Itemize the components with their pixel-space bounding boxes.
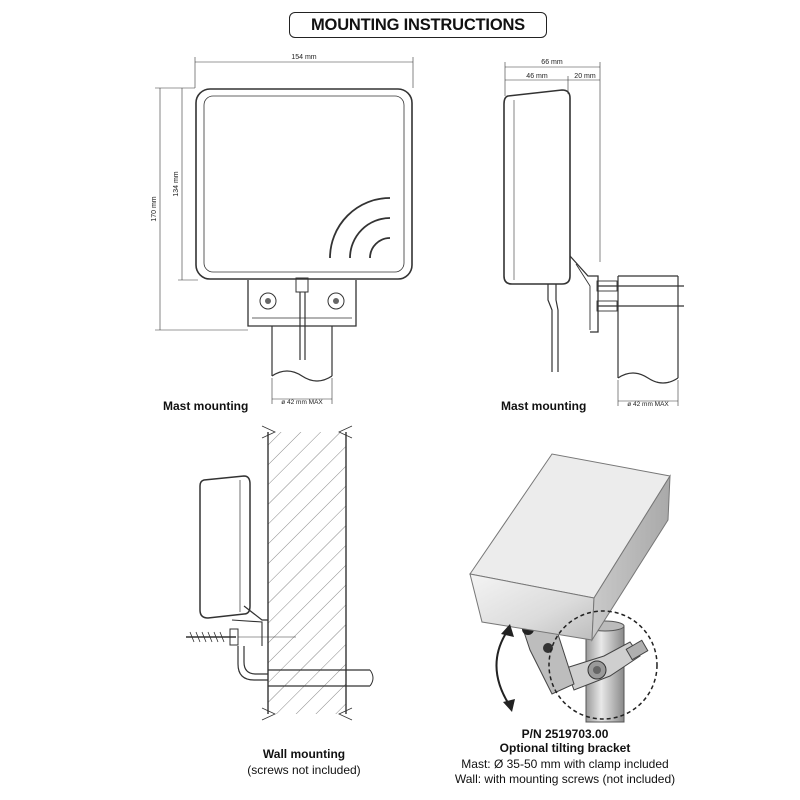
side-view-caption: Mast mounting — [501, 399, 587, 413]
bracket-wall-note: Wall: with mounting screws (not included… — [454, 772, 676, 786]
front-width-label: 154 mm — [291, 54, 316, 61]
front-total-height-label: 170 mm — [151, 196, 158, 221]
side-view — [503, 62, 684, 406]
wall-view-note: (screws not included) — [247, 763, 361, 777]
part-number: P/N 2519703.00 — [521, 727, 609, 741]
side-mast-label: ø 42 mm MAX — [627, 401, 669, 408]
page-title: MOUNTING INSTRUCTIONS — [289, 12, 547, 38]
bracket-name: Optional tilting bracket — [499, 741, 631, 755]
front-mast-label: ø 42 mm MAX — [281, 399, 323, 406]
front-view — [155, 57, 414, 404]
bracket-mast-note: Mast: Ø 35-50 mm with clamp included — [461, 757, 669, 771]
bracket-photo-illustration — [469, 453, 671, 723]
side-depth-label: 66 mm — [541, 59, 563, 66]
side-body-label: 46 mm — [526, 73, 548, 80]
front-view-caption: Mast mounting — [163, 399, 249, 413]
wall-view-caption: Wall mounting — [262, 747, 346, 761]
front-height-label: 134 mm — [173, 171, 180, 196]
wall-view — [186, 425, 374, 721]
side-bracket-label: 20 mm — [574, 73, 596, 80]
